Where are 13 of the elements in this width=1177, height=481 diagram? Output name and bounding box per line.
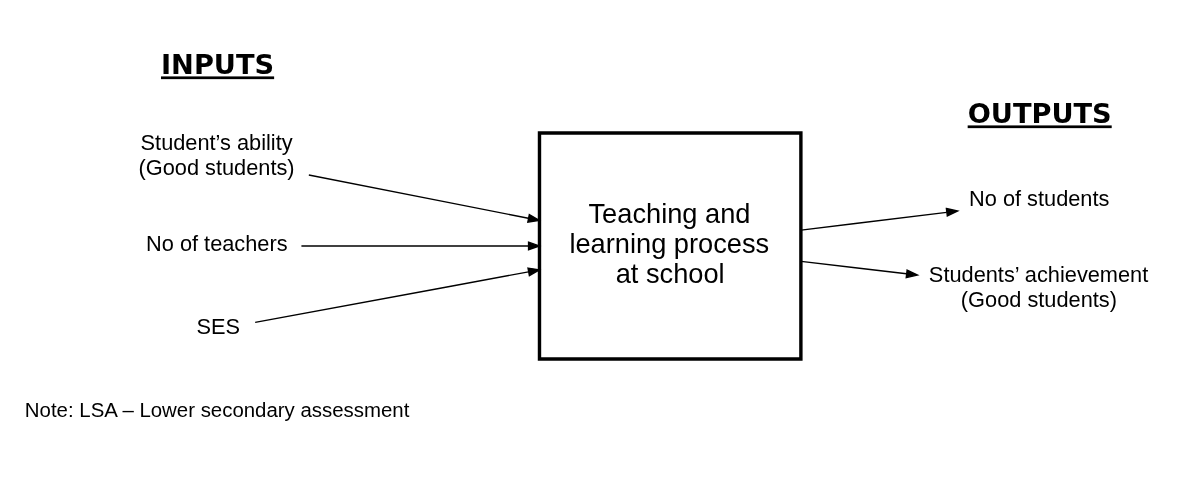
label: OUTPUTS [967,98,1112,130]
arrow [800,260,920,279]
arrow [254,267,542,324]
node-text: No of students [969,186,1110,212]
arrow [300,241,542,251]
node-text: Student’s ability (Good students) [138,130,295,180]
node-text: Students’ achievement (Good students) [928,262,1149,312]
node-text: SES [196,314,240,340]
node-text: No of teachers [146,231,288,257]
arrow [800,207,960,231]
node-box: Teaching and learning process at school [537,131,803,361]
label: Note: LSA – Lower secondary assessment [24,398,410,421]
label: INPUTS [160,49,275,81]
